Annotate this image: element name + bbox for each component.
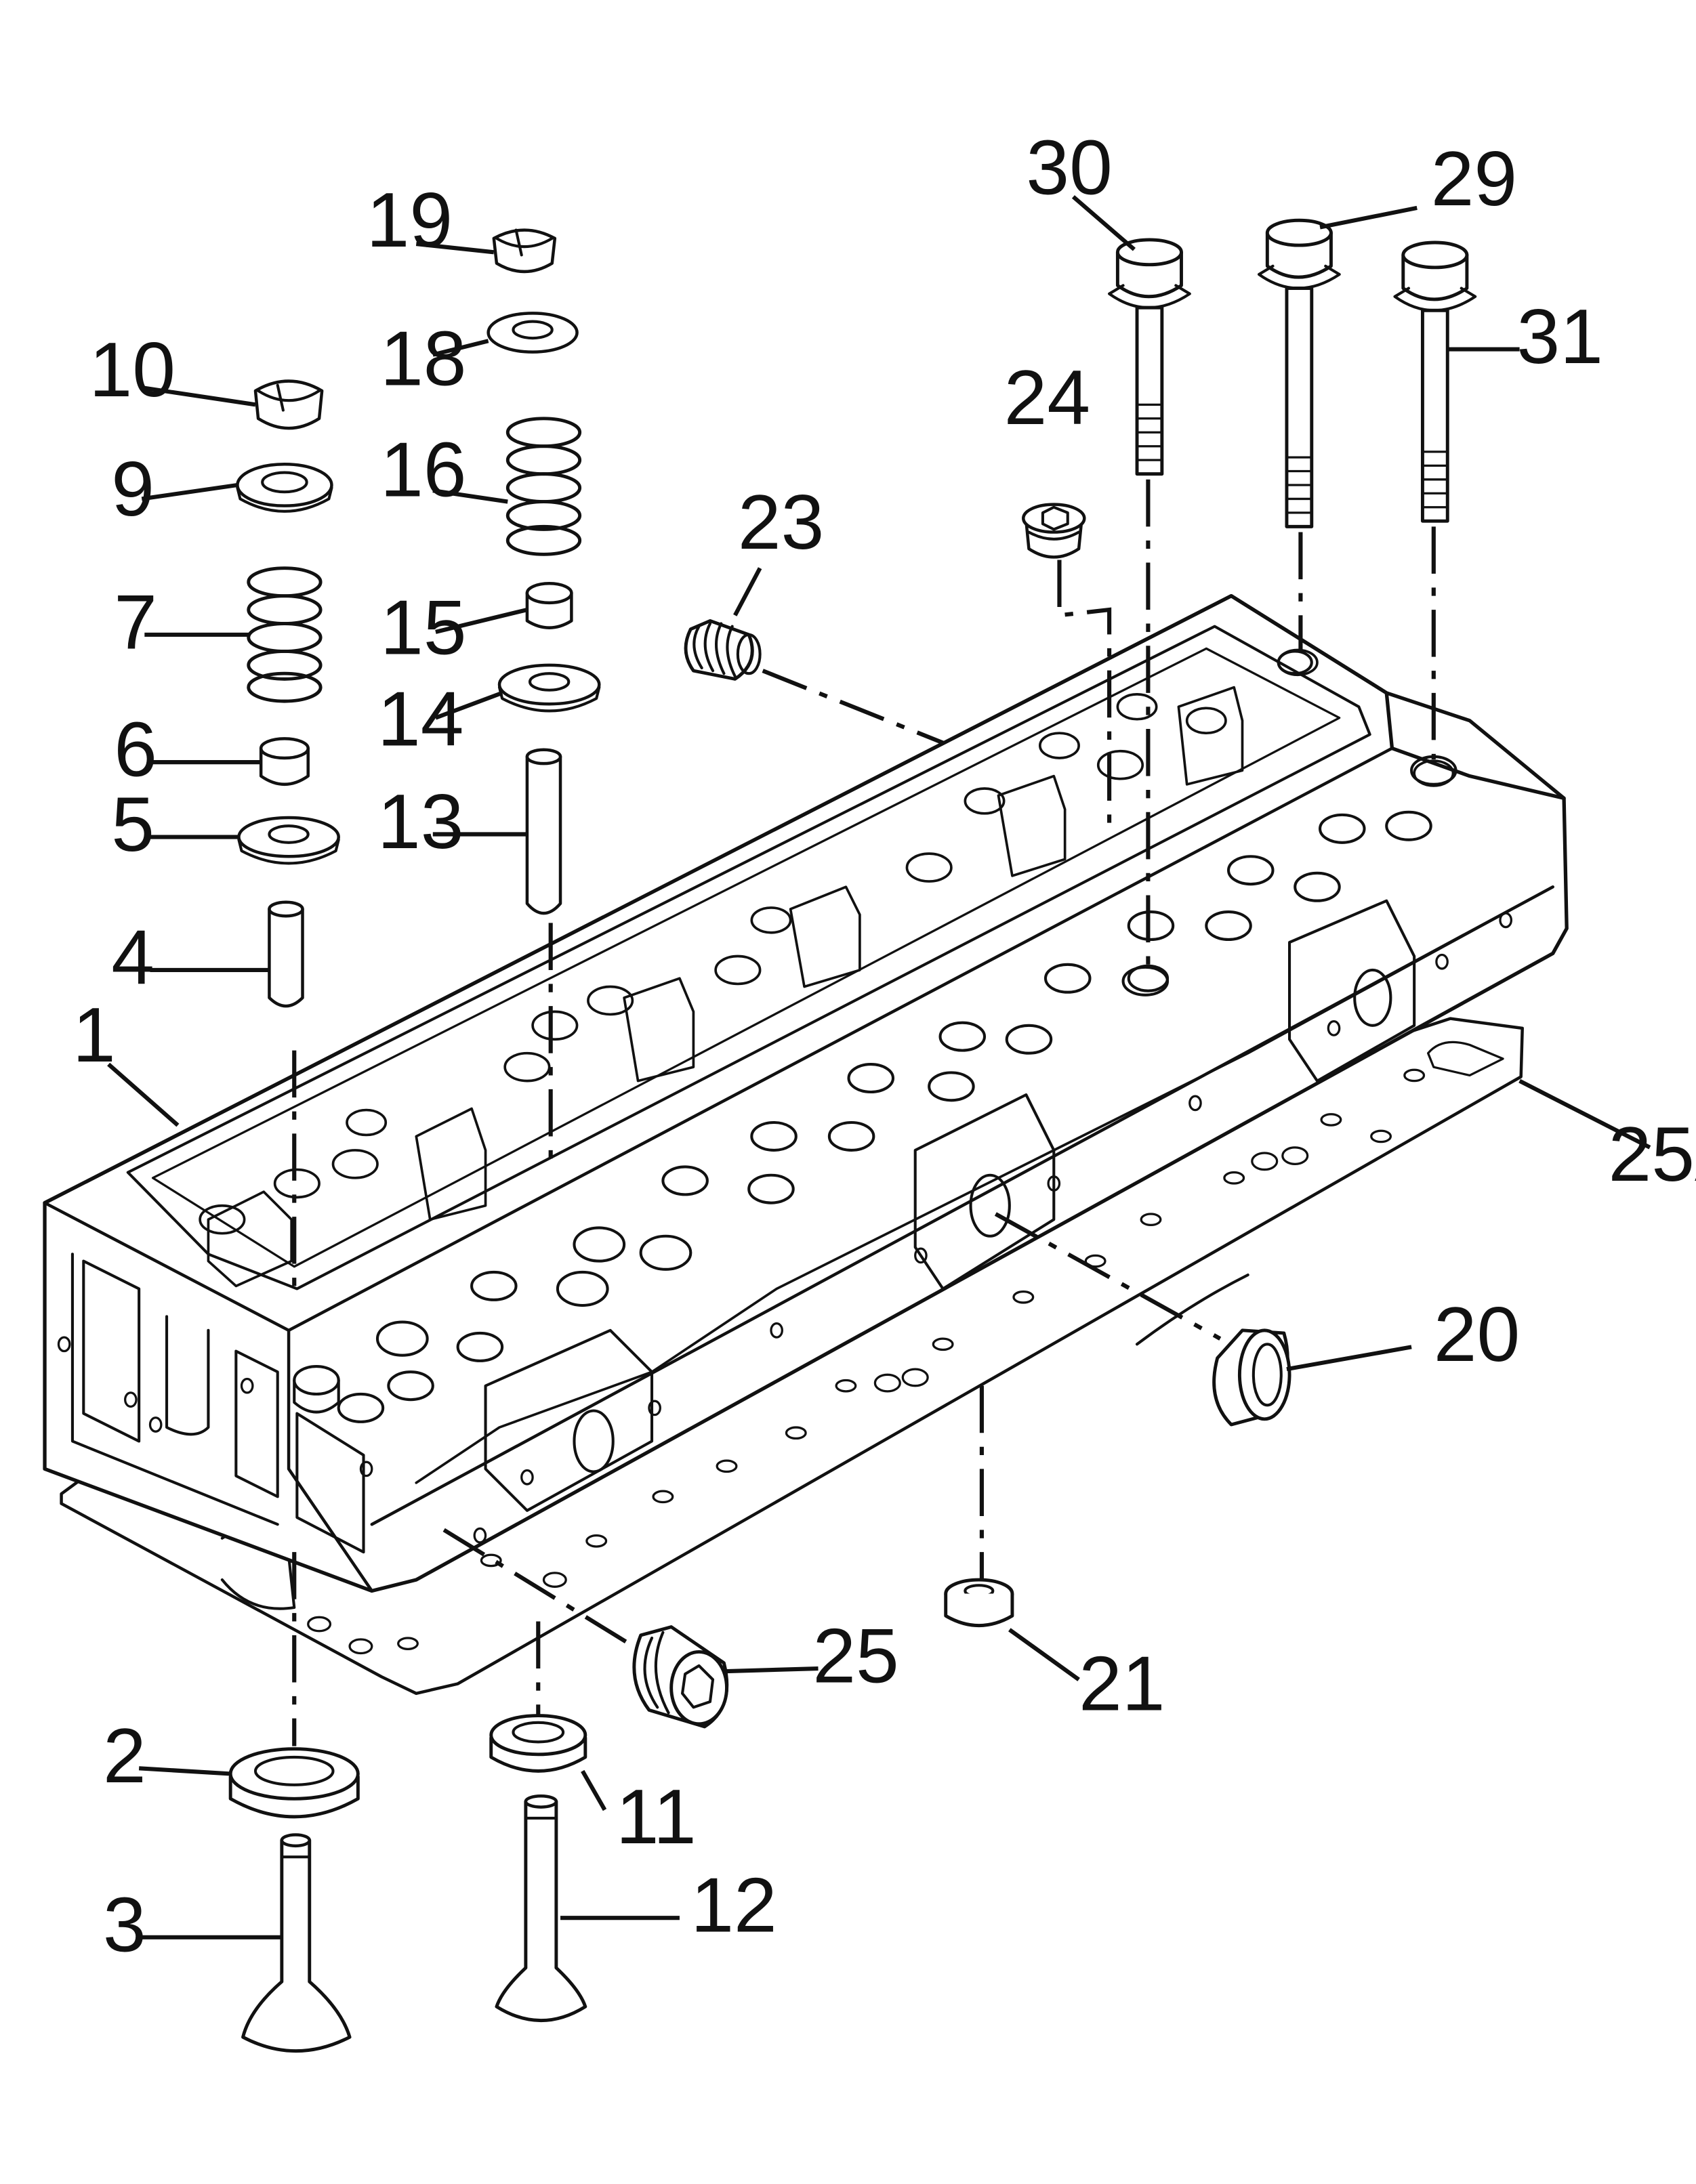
- callout-24: 24: [1004, 354, 1090, 441]
- callout-leaders: [107, 195, 1651, 1939]
- callout-16: 16: [380, 426, 466, 513]
- callout-18: 18: [380, 316, 466, 402]
- left-valve-stack: [228, 379, 360, 2053]
- callout-29: 29: [1431, 135, 1517, 222]
- valve-stem-seal-part: [259, 737, 310, 786]
- callout-30: 30: [1026, 124, 1112, 211]
- dowel-sleeve-part: [944, 1578, 1014, 1627]
- callout-19: 19: [367, 177, 453, 264]
- valve-guide-part: [525, 748, 562, 915]
- spring-seat-washer-part: [237, 816, 340, 865]
- callout-21: 21: [1079, 1640, 1165, 1727]
- callout-11: 11: [616, 1773, 697, 1860]
- valve-collet-part: [253, 379, 324, 430]
- callout-14: 14: [377, 676, 463, 763]
- socket-plug-part-front: [632, 1625, 729, 1729]
- callout-2: 2: [103, 1713, 146, 1799]
- threaded-plug-part: [684, 619, 762, 681]
- callout-3: 3: [103, 1881, 146, 1968]
- valve-seat-insert-part: [228, 1747, 360, 1819]
- valve-spring-part: [505, 417, 582, 556]
- callout-23: 23: [738, 479, 824, 566]
- spring-retainer-part: [487, 312, 579, 354]
- sealing-ring-part: [1212, 1328, 1291, 1427]
- assembly-centerlines: [292, 479, 1436, 1746]
- callout-15: 15: [380, 585, 466, 671]
- callout-5: 5: [111, 781, 154, 868]
- valve-guide-part: [268, 900, 304, 1008]
- port-boss: [293, 1364, 340, 1414]
- callout-12: 12: [690, 1862, 777, 1949]
- callout-20: 20: [1434, 1291, 1520, 1378]
- valve-part: [495, 1794, 587, 2022]
- callout-6: 6: [114, 707, 157, 793]
- head-bolt-29: [1257, 218, 1341, 528]
- callout-9: 9: [111, 446, 154, 532]
- valve-part: [241, 1833, 352, 2053]
- valve-collet-part: [492, 228, 557, 274]
- valve-spring-part: [247, 566, 323, 703]
- valve-stem-seal-part: [525, 581, 573, 629]
- right-valve-stack: [487, 228, 601, 2022]
- callout-4: 4: [111, 914, 154, 1001]
- callout-25A: 25A: [1609, 1111, 1696, 1198]
- callout-31: 31: [1517, 293, 1603, 380]
- callout-13: 13: [377, 778, 463, 865]
- spring-retainer-part: [236, 463, 333, 513]
- head-bolt-31: [1393, 240, 1477, 523]
- callout-7: 7: [114, 579, 157, 665]
- spring-seat-washer-part: [497, 663, 601, 713]
- callout-25: 25: [812, 1612, 898, 1699]
- callout-10: 10: [89, 327, 175, 413]
- valve-seat-insert-part: [489, 1714, 587, 1773]
- callout-1: 1: [73, 992, 116, 1078]
- callout-labels: 1 2 3 4 5 6 7 9 10 11 12 13 14 15 16 18 …: [73, 124, 1696, 1968]
- socket-plug-part-top: [1022, 503, 1086, 559]
- head-bolt-30: [1108, 238, 1191, 476]
- cylinder-head: [43, 593, 1569, 1593]
